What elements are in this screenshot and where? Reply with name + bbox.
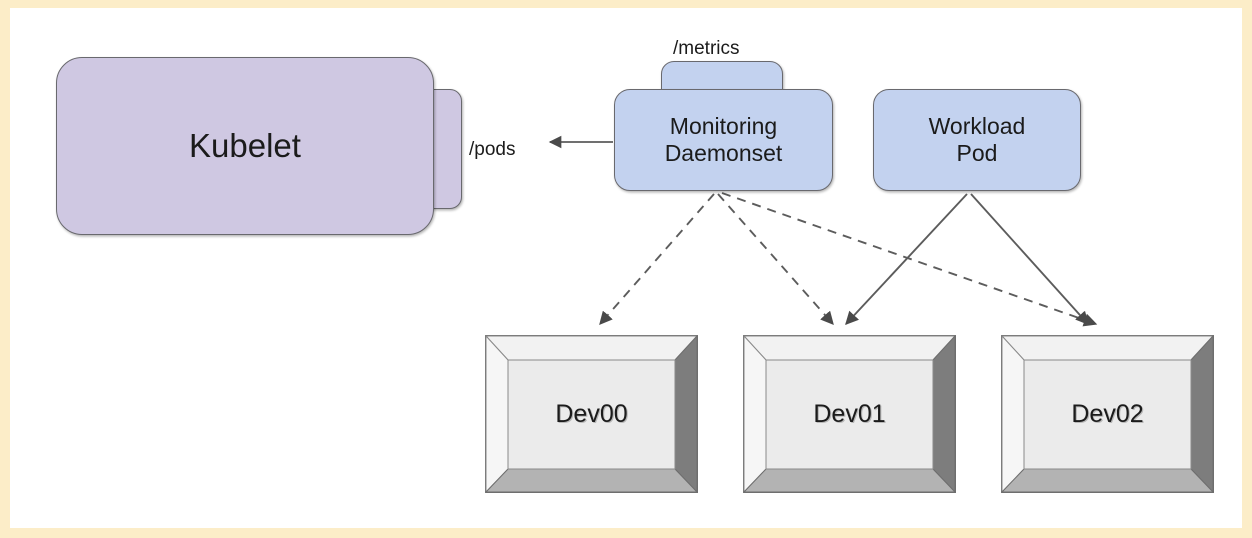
node-monitoring-daemonset-label: Monitoring Daemonset	[665, 113, 783, 167]
device-frame-icon	[743, 335, 956, 493]
diagram-canvas: Kubelet /pods /metrics Monitoring Daemon…	[10, 8, 1242, 528]
edge-workload-to-dev02	[970, 193, 1089, 325]
node-workload-pod[interactable]: Workload Pod	[873, 89, 1081, 191]
node-device-dev01[interactable]: Dev01	[743, 335, 956, 493]
node-monitoring-daemonset-label-line2: Daemonset	[664, 140, 783, 166]
node-workload-pod-label-line1: Workload	[928, 112, 1026, 139]
node-device-dev00[interactable]: Dev00	[485, 335, 698, 493]
node-kubelet-label: Kubelet	[189, 126, 301, 164]
node-workload-pod-label: Workload Pod	[929, 113, 1026, 167]
edge-monitoring-to-dev02	[721, 192, 1098, 327]
port-label-metrics-text: /metrics	[673, 38, 740, 59]
node-device-dev02[interactable]: Dev02	[1001, 335, 1214, 493]
node-kubelet[interactable]: Kubelet	[56, 57, 434, 235]
edge-monitoring-to-dev00	[599, 193, 715, 325]
edge-label-pods: /pods	[469, 139, 515, 161]
node-monitoring-daemonset[interactable]: Monitoring Daemonset	[614, 89, 833, 191]
port-label-metrics: /metrics	[673, 38, 740, 60]
edge-workload-to-dev01	[845, 193, 968, 325]
edge-label-pods-text: /pods	[469, 139, 516, 160]
edge-monitoring-to-dev01	[717, 193, 834, 325]
device-frame-icon	[1001, 335, 1214, 493]
device-frame-icon	[485, 335, 698, 493]
node-monitoring-daemonset-label-line1: Monitoring	[669, 112, 778, 139]
node-workload-pod-label-line2: Pod	[956, 140, 998, 166]
